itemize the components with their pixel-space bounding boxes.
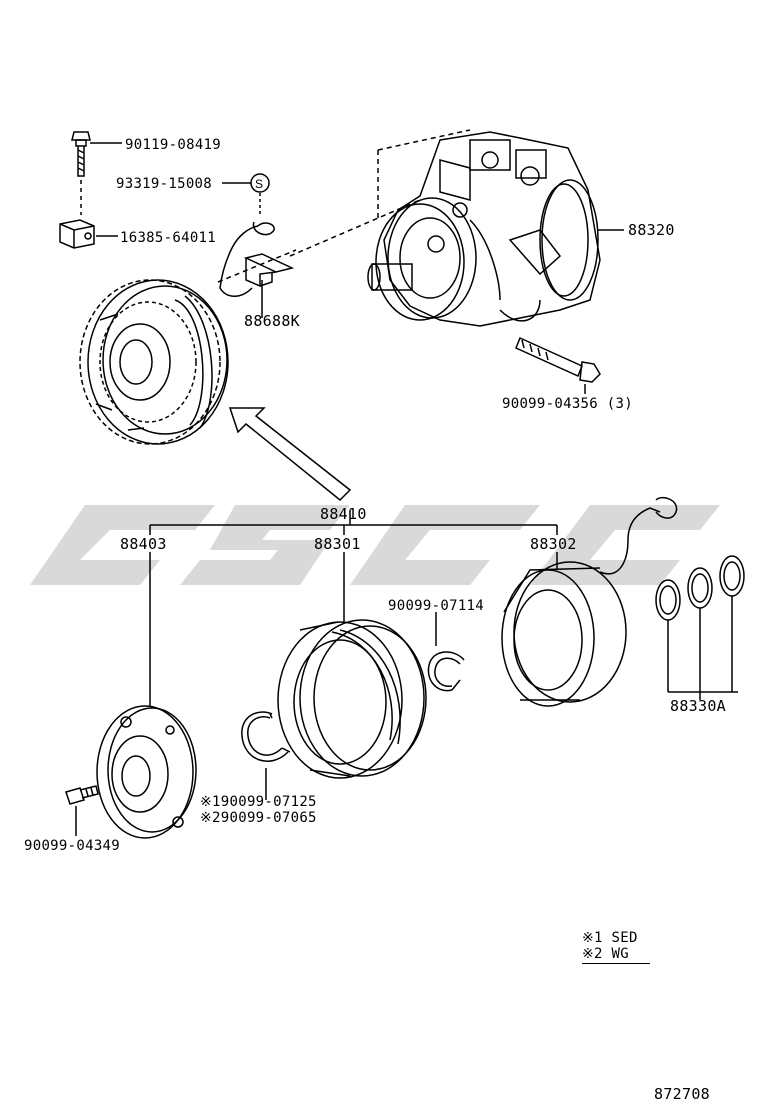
shims-part-number: 88330A — [670, 697, 726, 715]
holder-clip-icon — [59, 219, 118, 249]
stator-part-number: 88302 — [530, 535, 577, 553]
stator-coil-icon — [501, 496, 678, 707]
bracket-part-number: 88688K — [244, 312, 300, 330]
bolt-part-number: 90119-08419 — [125, 137, 222, 153]
compressor-bolt-icon — [515, 336, 601, 394]
svg-text:S: S — [255, 177, 263, 191]
thermo-switch-icon: S — [219, 173, 275, 297]
compressor-icon — [367, 131, 624, 327]
switch-part-number: 93319-15008 — [116, 176, 213, 192]
snap-ring-sed-part-number: ※190099-07125 — [200, 794, 317, 810]
holder-part-number: 16385-64011 — [120, 230, 217, 246]
legend-line-1: ※1 SED — [582, 930, 638, 946]
snap-ring-icon — [241, 711, 291, 800]
compressor-bolt-part-number: 90099-04356 (3) — [502, 396, 633, 412]
rotor-snap-ring-part-number: 90099-07114 — [388, 598, 485, 614]
assembly-group-line — [149, 510, 558, 535]
rotor-snap-ring-icon — [427, 612, 465, 692]
rotor-pulley-icon — [277, 552, 427, 779]
bracket-icon — [243, 253, 295, 318]
diagram-number: 872708 — [654, 1085, 710, 1103]
pressure-plate-icon — [96, 552, 197, 839]
clutch-assembly-part-number: 88410 — [320, 505, 367, 523]
pressure-plate-part-number: 88403 — [120, 535, 167, 553]
snap-ring-wg-part-number: ※290099-07065 — [200, 810, 317, 826]
rotor-part-number: 88301 — [314, 535, 361, 553]
bolt-icon — [71, 131, 122, 177]
shims-icon — [655, 555, 745, 700]
plate-bolt-part-number: 90099-04349 — [24, 838, 121, 854]
plate-bolt-icon — [65, 785, 99, 836]
compressor-part-number: 88320 — [628, 221, 675, 239]
legend-line-2: ※2 WG — [582, 946, 650, 964]
clutch-assembly-icon — [79, 279, 229, 445]
assembly-arrow-icon — [228, 407, 352, 502]
